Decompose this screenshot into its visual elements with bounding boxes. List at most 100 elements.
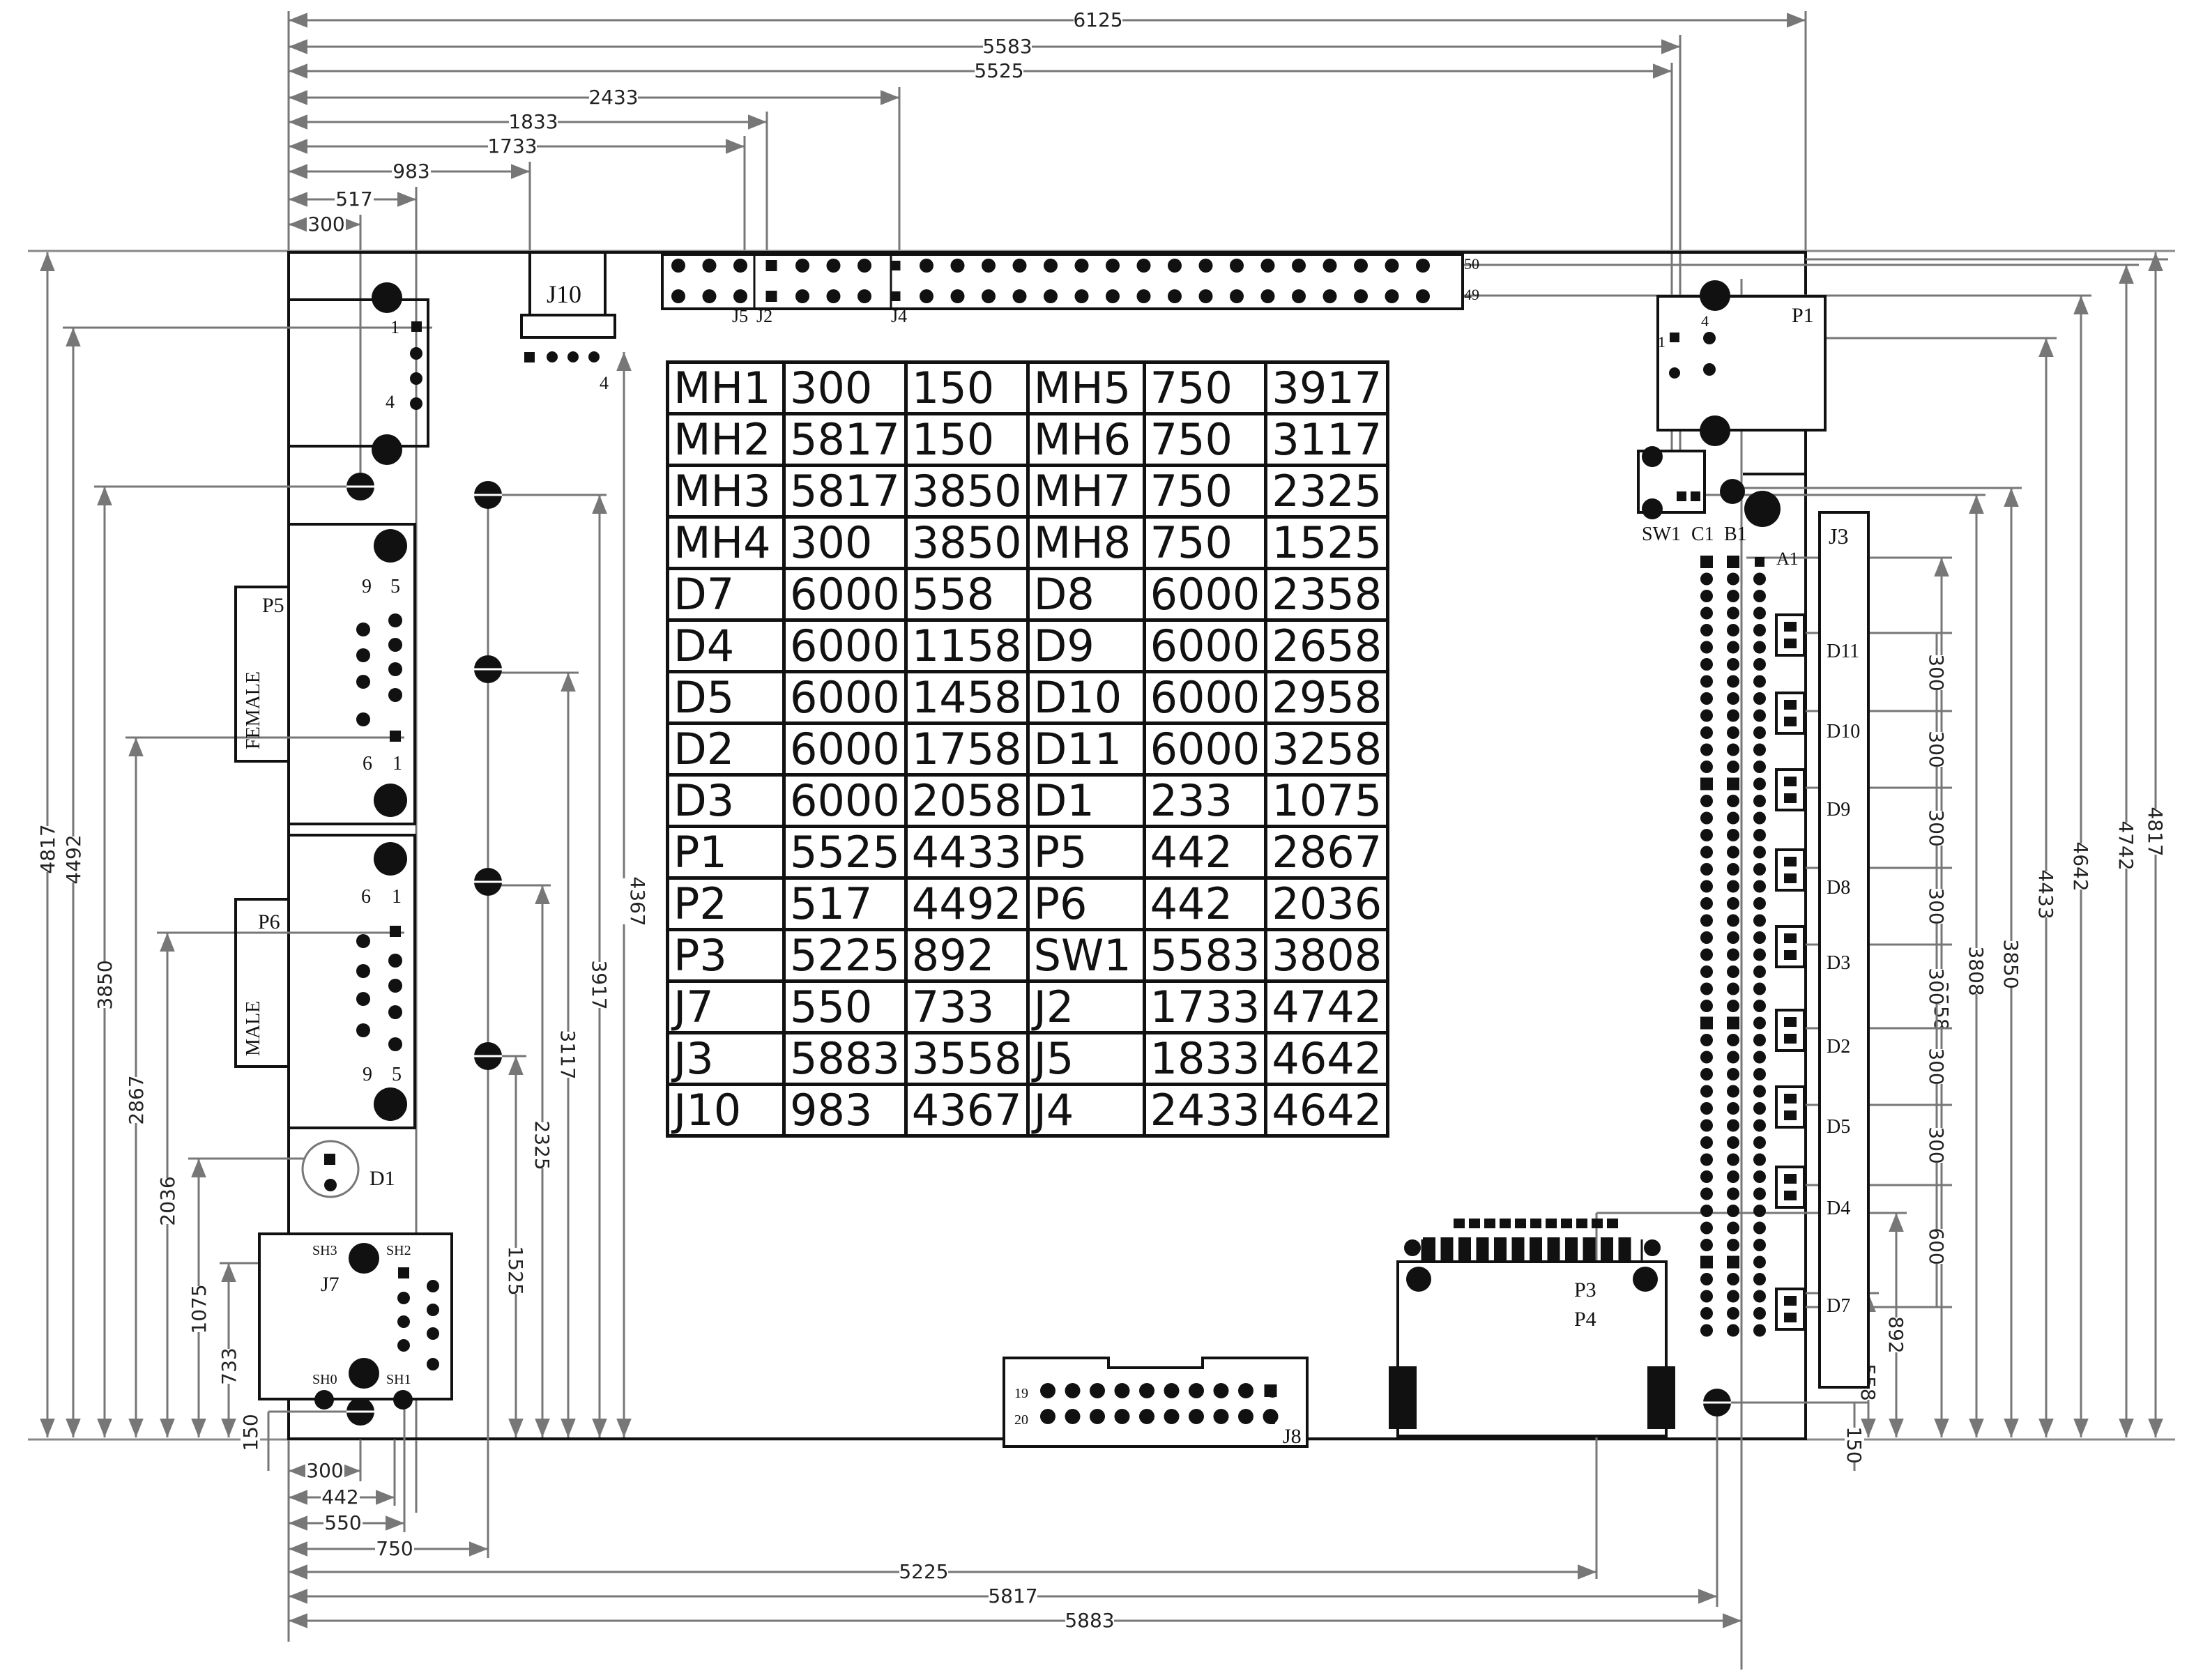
pin	[1700, 1307, 1713, 1320]
table-cell-value: 5225	[782, 928, 908, 983]
pin	[1753, 1136, 1766, 1149]
pin	[1753, 1273, 1766, 1285]
pin	[1753, 1051, 1766, 1064]
pin-square	[1784, 622, 1797, 632]
table-cell-name: J4	[1026, 1083, 1146, 1138]
pin-square	[1784, 1110, 1797, 1120]
j4-header: J5 J2 J4 50 49	[661, 253, 1479, 326]
pin	[1753, 1119, 1766, 1132]
table-cell-value: 4433	[904, 825, 1030, 880]
p4-label: P4	[1574, 1308, 1596, 1331]
pin	[1012, 259, 1027, 273]
pin-square	[1727, 777, 1739, 791]
p1-label: P1	[1792, 304, 1814, 327]
table-cell-name: D7	[666, 567, 786, 622]
pin	[1198, 289, 1213, 303]
pin-square	[1576, 1219, 1587, 1228]
pin	[1727, 1085, 1739, 1098]
pin-square	[1784, 857, 1797, 866]
pin-square	[1700, 556, 1713, 568]
p6-pin-9: 9	[363, 1064, 372, 1085]
dim-300-top: 300	[307, 213, 344, 236]
p6-label: P6	[258, 910, 280, 933]
pin-square	[1530, 1219, 1541, 1228]
table-cell-value: 517	[782, 876, 908, 931]
pin-blade	[1423, 1237, 1435, 1264]
p5-connector: P5 FEMALE 9 5 6 1	[234, 523, 416, 825]
j8-pin-19: 19	[1014, 1386, 1028, 1401]
table-cell-value: 1733	[1142, 979, 1268, 1034]
pin	[1700, 914, 1713, 927]
pin	[1727, 1324, 1739, 1337]
pin	[1700, 743, 1713, 756]
table-cell-name: D3	[666, 773, 786, 828]
pin	[1416, 259, 1430, 273]
pin	[1700, 846, 1713, 859]
p6-connector: P6 MALE 6 1 9 5	[234, 834, 416, 1129]
pin	[1700, 1068, 1713, 1080]
table-cell-value: 2867	[1264, 825, 1390, 880]
pin-blade	[1440, 1237, 1454, 1264]
led-spacing-labels: 300 300 300 300 300 300 300 600	[1925, 654, 1948, 1265]
right-dimension-labels: 4817 4742 4642 4433 3850 3808 3558 892 5…	[1843, 807, 2167, 1463]
pin	[1753, 931, 1766, 944]
pin	[1753, 675, 1766, 688]
pin	[1700, 1221, 1713, 1235]
p2-connector: 1 4	[289, 282, 429, 465]
pin	[1644, 1239, 1661, 1256]
dim-1525: 1525	[504, 1246, 527, 1295]
pin-blade	[1565, 1237, 1578, 1264]
pin-square	[1515, 1219, 1526, 1228]
pin	[1753, 1153, 1766, 1166]
dim-1733: 1733	[487, 135, 537, 158]
d11-label: D11	[1827, 641, 1859, 662]
table-cell-name: P3	[666, 928, 786, 983]
table-cell-value: 5883	[782, 1031, 908, 1086]
j2-label: J2	[756, 306, 772, 326]
pin	[1700, 1170, 1713, 1183]
pin-square	[1784, 1313, 1797, 1322]
pin-square	[1784, 950, 1797, 960]
dim-892: 892	[1884, 1316, 1907, 1353]
pin	[1292, 259, 1306, 273]
pin	[1753, 1102, 1766, 1115]
pin	[1164, 1409, 1180, 1424]
pin	[1700, 948, 1713, 961]
pin	[1727, 1205, 1739, 1217]
j7-connector: SH3 SH2 J7 SH0 SH1	[258, 1232, 453, 1410]
table-cell-value: 300	[782, 515, 908, 570]
pin	[1700, 1273, 1713, 1285]
p1-pin-4: 4	[1701, 312, 1709, 330]
pin	[1114, 1409, 1130, 1424]
pin	[1727, 880, 1739, 893]
pin-square	[1727, 556, 1739, 568]
table-cell-value: 300	[782, 360, 908, 415]
inner-dimension-labels: 4367 3917 3117 2325 1525	[504, 876, 649, 1295]
table-cell-name: P2	[666, 876, 786, 931]
pin	[1385, 259, 1399, 273]
pin	[1136, 289, 1151, 303]
pin	[1727, 846, 1739, 859]
pin	[1263, 1409, 1279, 1424]
led-labels: D11 D10 D9 D8 D3 D2 D5 D4 D7	[1827, 641, 1860, 1317]
pin	[1164, 1383, 1180, 1398]
table-cell-value: 5817	[782, 412, 908, 467]
pin	[1753, 880, 1766, 893]
mounting-hole-mh3	[1744, 491, 1781, 527]
pin-square	[1784, 700, 1797, 710]
pin	[1238, 1383, 1253, 1398]
p5-pin-9: 9	[362, 576, 372, 597]
p3-label: P3	[1574, 1278, 1596, 1301]
p5-pin-6: 6	[363, 753, 372, 774]
table-cell-value: 1075	[1264, 773, 1390, 828]
table-cell-value: 6000	[782, 670, 908, 725]
dim-4433: 4433	[2034, 869, 2057, 919]
bottom-dimension-labels: 300 442 550 750 5225 5817 5883	[305, 1459, 1115, 1632]
pin-square	[1755, 557, 1764, 567]
pin-square	[1454, 1219, 1465, 1228]
pin	[671, 289, 685, 303]
